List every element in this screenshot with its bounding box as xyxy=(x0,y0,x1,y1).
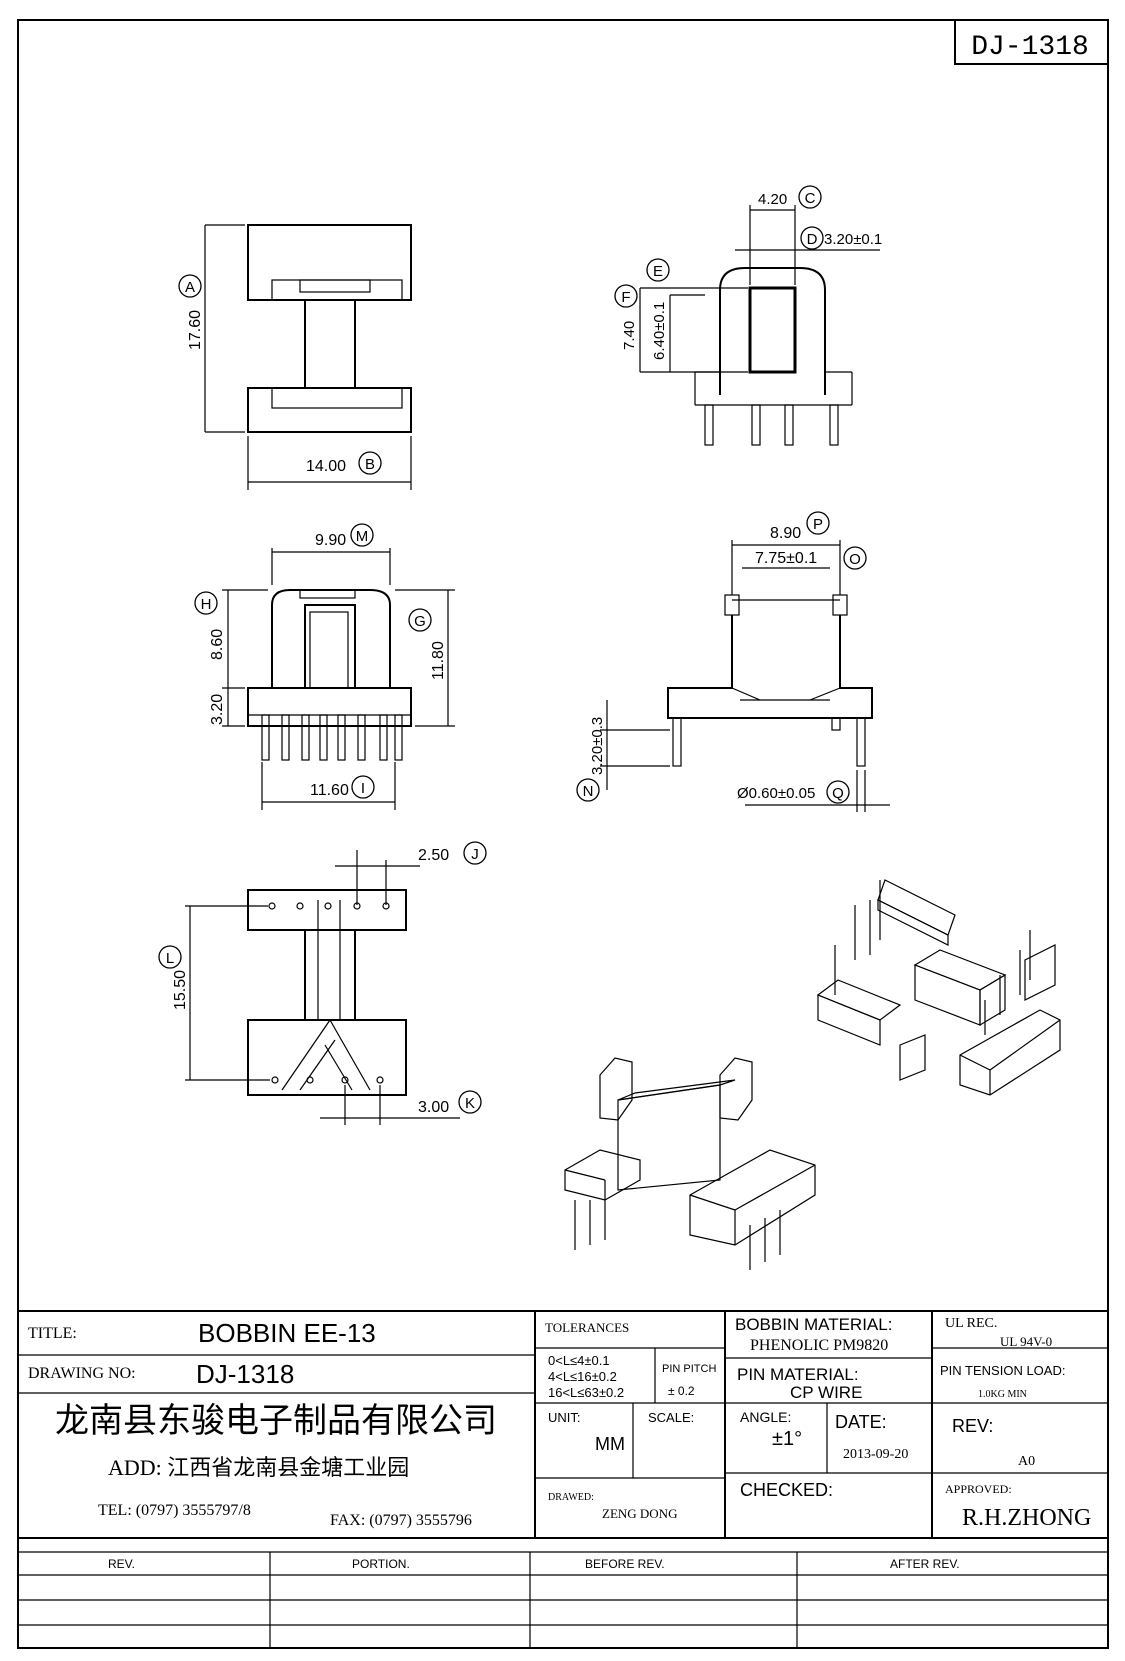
dim-N-value: 3.20±0.3 xyxy=(589,717,606,775)
drawing-no-value: DJ-1318 xyxy=(196,1359,294,1389)
view-side: 9.90 M 8.60 3.20 H 11.80 G 11.60 I xyxy=(194,523,455,810)
dim-D-value: 3.20±0.1 xyxy=(824,231,882,248)
dim-L-value: 15.50 xyxy=(172,970,189,1010)
view-bottom: 2.50 J 15.50 L 3.00 K xyxy=(158,841,487,1125)
title-block: TITLE: BOBBIN EE-13 DRAWING NO: DJ-1318 … xyxy=(18,1310,1108,1538)
angle-label: ANGLE: xyxy=(740,1409,791,1425)
rev-header-after: AFTER REV. xyxy=(890,1557,960,1571)
pin-tension-label: PIN TENSION LOAD: xyxy=(940,1363,1065,1378)
unit-value: MM xyxy=(595,1434,625,1454)
scale-label: SCALE: xyxy=(648,1410,694,1425)
company-address: ADD: 江西省龙南县金塘工业园 xyxy=(108,1455,409,1480)
dim-A-letter: A xyxy=(185,279,195,296)
tolerance-2: 4<L≤16±0.2 xyxy=(548,1369,617,1384)
date-label: DATE: xyxy=(835,1412,887,1432)
view-top: 17.60 A 14.00 B xyxy=(178,224,412,490)
dim-Q-value: Ø0.60±0.05 xyxy=(737,785,815,802)
ul-rec-value: UL 94V-0 xyxy=(1000,1334,1052,1349)
dim-L-letter: L xyxy=(166,950,174,967)
drawed-value: ZENG DONG xyxy=(602,1506,677,1521)
date-value: 2013-09-20 xyxy=(843,1447,908,1462)
drawing-no-label: DRAWING NO: xyxy=(28,1365,136,1382)
drawing-border xyxy=(17,19,1109,1649)
dim-C-letter: C xyxy=(805,190,816,207)
svg-text:DJ-1318: DJ-1318 xyxy=(971,32,1089,63)
dim-E-letter: E xyxy=(653,263,663,280)
tolerances-label: TOLERANCES xyxy=(545,1320,629,1335)
angle-value: ±1° xyxy=(772,1428,802,1450)
dim-K-letter: K xyxy=(465,1095,475,1112)
rev-header-before: BEFORE REV. xyxy=(585,1557,665,1571)
rev-label: REV: xyxy=(952,1416,993,1436)
rev-value: A0 xyxy=(1018,1454,1035,1469)
bobbin-material-value: PHENOLIC PM9820 xyxy=(750,1337,888,1354)
dim-J-letter: J xyxy=(471,846,479,863)
approved-label: APPROVED: xyxy=(945,1482,1012,1496)
dim-B-value: 14.00 xyxy=(306,458,346,475)
dim-J-value: 2.50 xyxy=(418,847,449,864)
isometric-view-2 xyxy=(564,1057,816,1270)
drawed-label: DRAWED: xyxy=(548,1492,594,1503)
title-label: TITLE: xyxy=(28,1325,77,1342)
dim-F-value: 7.40 xyxy=(621,321,638,350)
dim-C-value: 4.20 xyxy=(758,191,787,208)
company-tel: TEL: (0797) 3555797/8 xyxy=(98,1502,251,1519)
dim-O-value: 7.75±0.1 xyxy=(755,550,817,567)
title-value: BOBBIN EE-13 xyxy=(198,1318,376,1348)
pin-pitch-label: PIN PITCH xyxy=(662,1363,716,1375)
company-fax: FAX: (0797) 3555796 xyxy=(330,1512,472,1529)
rev-header-portion: PORTION. xyxy=(352,1557,410,1571)
dim-G-letter: G xyxy=(414,613,426,630)
rev-header-rev: REV. xyxy=(108,1557,135,1571)
pin-material-label: PIN MATERIAL: xyxy=(737,1365,859,1384)
dim-K-value: 3.00 xyxy=(418,1099,449,1116)
dim-I-letter: I xyxy=(361,780,365,797)
dim-B-letter: B xyxy=(365,456,375,473)
dim-O-letter: O xyxy=(849,551,861,568)
dim-H2-value: 3.20 xyxy=(209,694,226,725)
dim-P-letter: P xyxy=(813,516,823,533)
tolerance-3: 16<L≤63±0.2 xyxy=(548,1385,624,1400)
dim-A-value: 17.60 xyxy=(187,310,204,350)
unit-label: UNIT: xyxy=(548,1410,581,1425)
approved-value: R.H.ZHONG xyxy=(962,1505,1091,1531)
pin-tension-value: 1.0KG MIN xyxy=(978,1389,1027,1400)
drawing-number-tag: DJ-1318 xyxy=(954,20,1108,65)
tolerance-1: 0<L≤4±0.1 xyxy=(548,1353,610,1368)
bobbin-material-label: BOBBIN MATERIAL: xyxy=(735,1315,892,1334)
dim-D-letter: D xyxy=(807,231,818,248)
dim-E-value: 6.40±0.1 xyxy=(651,302,668,360)
pin-material-value: CP WIRE xyxy=(790,1383,862,1402)
isometric-view-1 xyxy=(816,879,1061,1096)
view-front: 8.90 P 7.75±0.1 O 3.20±0.3 N Ø0.60±0.05 … xyxy=(576,511,890,812)
dim-H-value: 8.60 xyxy=(209,629,226,660)
view-end: 4.20 C D 3.20±0.1 6.40±0.1 7.40 E F xyxy=(614,185,882,446)
pin-pitch-value: ± 0.2 xyxy=(668,1384,695,1398)
dim-P-value: 8.90 xyxy=(770,525,801,542)
dim-N-letter: N xyxy=(583,783,594,800)
checked-label: CHECKED: xyxy=(740,1480,833,1500)
company-name: 龙南县东骏电子制品有限公司 xyxy=(55,1402,497,1440)
dim-I-value: 11.60 xyxy=(310,782,349,799)
dim-G-value: 11.80 xyxy=(430,641,447,680)
dim-F-letter: F xyxy=(621,289,630,306)
dim-M-letter: M xyxy=(356,528,369,545)
dim-M-value: 9.90 xyxy=(315,532,346,549)
ul-rec-label: UL REC. xyxy=(945,1316,997,1331)
dim-H-letter: H xyxy=(201,596,212,613)
dim-Q-letter: Q xyxy=(832,785,844,802)
revision-table: REV. PORTION. BEFORE REV. AFTER REV. xyxy=(18,1537,1108,1648)
